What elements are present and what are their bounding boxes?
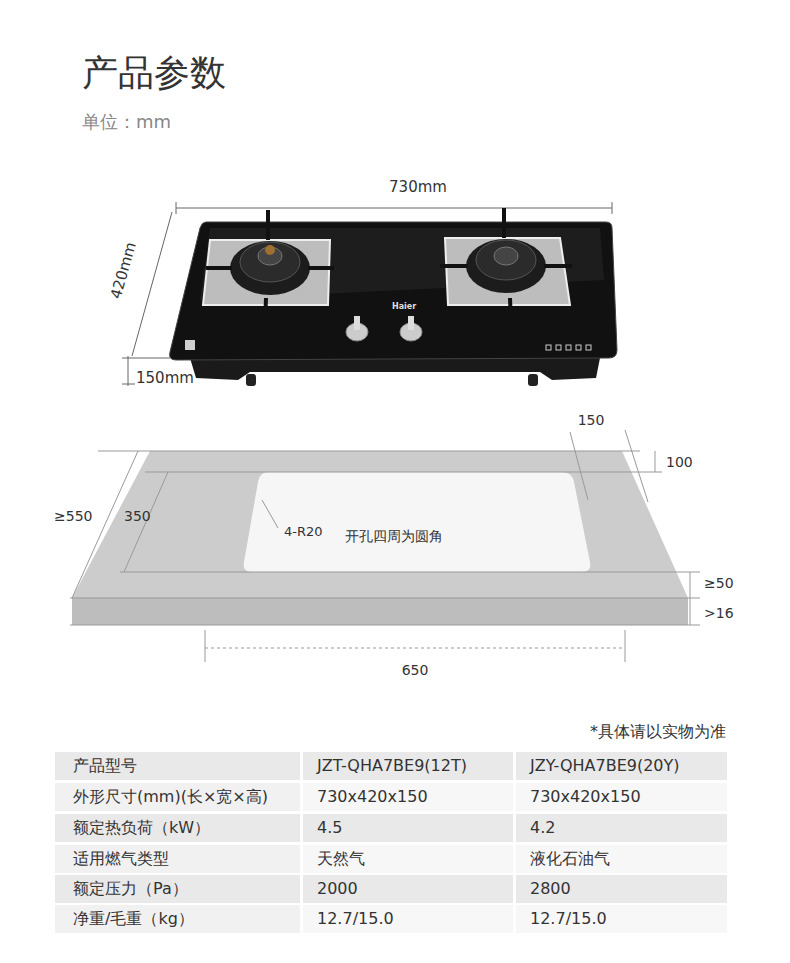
dimension: 150 [578, 412, 605, 428]
table-value: 12.7/15.0 [530, 910, 607, 928]
dimension: ≥550 [54, 508, 92, 524]
table-value: 730x420x150 [317, 788, 428, 806]
dimension: 100 [666, 454, 693, 470]
table-value: JZT-QHA7BE9(12T) [317, 757, 467, 775]
table-value: JZY-QHA7BE9(20Y) [530, 757, 680, 775]
dimension: 650 [402, 662, 429, 678]
table-header: 产品型号 [73, 757, 137, 775]
table-header: 额定热负荷（kW） [73, 819, 210, 837]
dimension: 350 [124, 508, 151, 524]
dimension: 420mm [108, 240, 141, 300]
table-value: 2000 [317, 880, 358, 898]
dimension: 150mm [136, 370, 194, 387]
table-value: 天然气 [317, 850, 365, 868]
table-value: 12.7/15.0 [317, 910, 394, 928]
table-value: 4.2 [530, 819, 555, 837]
note: 开孔四周为圆角 [343, 528, 445, 544]
page-title: 产品参数 [82, 52, 226, 93]
dimension: 730mm [389, 179, 447, 196]
dimension: >16 [704, 605, 734, 621]
table-value: 液化石油气 [530, 850, 610, 868]
table-header: 适用燃气类型 [73, 850, 169, 868]
brand-logo: Haier [392, 302, 416, 311]
table-value: 2800 [530, 880, 571, 898]
table-header: 净重/毛重（kg） [73, 910, 194, 928]
footnote: *具体请以实物为准 [590, 723, 726, 741]
table-value: 730x420x150 [530, 788, 641, 806]
table-header: 外形尺寸(mm)(长×宽×高) [73, 788, 268, 806]
dimension: ≥50 [704, 575, 734, 591]
dimension: 4-R20 [282, 525, 325, 540]
table-header: 额定压力（Pa） [73, 880, 188, 898]
unit-note: 单位：mm [82, 112, 171, 133]
table-value: 4.5 [317, 819, 342, 837]
